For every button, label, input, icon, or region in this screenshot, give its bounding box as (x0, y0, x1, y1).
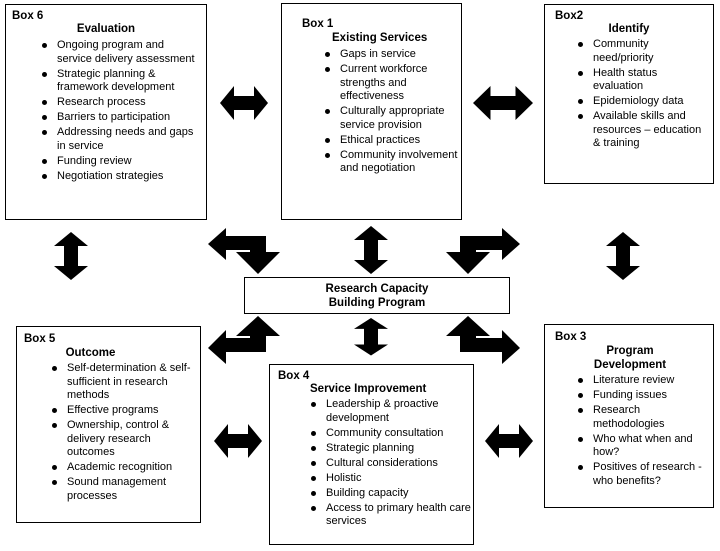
box1-list: Gaps in service Current workforce streng… (322, 48, 458, 177)
list-item: Community need/priority (575, 38, 707, 65)
list-item: Available skills and resources – educati… (575, 110, 707, 151)
list-item: Barriers to participation (39, 111, 199, 125)
list-item: Ongoing program and service delivery ass… (39, 39, 199, 66)
arrow-bent-bottomleft (208, 316, 280, 364)
list-item: Who what when and how? (575, 433, 709, 460)
box4-list: Leadership & proactive development Commu… (308, 398, 473, 530)
list-item: Building capacity (308, 487, 473, 501)
box6-evaluation: Box 6 Evaluation Ongoing program and ser… (5, 4, 207, 220)
box6-title: Evaluation (76, 23, 136, 35)
box1-label: Box 1 (302, 18, 334, 30)
box2-identify: Box2 Identify Community need/priority He… (544, 4, 714, 184)
box5-title: Outcome (65, 347, 116, 359)
list-item: Community consultation (308, 427, 473, 441)
arrow-box1-box2 (473, 86, 533, 120)
box2-title: Identify (608, 23, 650, 35)
arrow-box4-box3 (485, 424, 533, 458)
list-item: Research process (39, 96, 199, 110)
list-item: Cultural considerations (308, 457, 473, 471)
list-item: Addressing needs and gaps in service (39, 126, 199, 153)
list-item: Health status evaluation (575, 67, 707, 94)
box5-label: Box 5 (24, 333, 56, 345)
list-item: Gaps in service (322, 48, 458, 62)
list-item: Research methodologies (575, 404, 709, 431)
list-item: Sound management processes (49, 476, 199, 503)
list-item: Funding review (39, 155, 199, 169)
list-item: Strategic planning & framework developme… (39, 68, 199, 95)
list-item: Positives of research - who benefits? (575, 461, 709, 488)
arrow-bent-bottomright (446, 316, 520, 364)
list-item: Effective programs (49, 404, 199, 418)
box4-label: Box 4 (278, 370, 310, 382)
list-item: Literature review (575, 374, 709, 388)
arrow-box6-box1 (220, 86, 268, 120)
arrow-bent-topright (446, 228, 520, 274)
arrow-bent-topleft (208, 228, 280, 274)
arrow-box5-box4 (214, 424, 262, 458)
list-item: Strategic planning (308, 442, 473, 456)
box2-list: Community need/priority Health status ev… (575, 38, 707, 152)
research-capacity-center-box: Research Capacity Building Program (244, 277, 510, 314)
list-item: Ownership, control & delivery research o… (49, 419, 199, 460)
box5-outcome: Box 5 Outcome Self-determination & self-… (16, 326, 201, 523)
list-item: Holistic (308, 472, 473, 486)
list-item: Funding issues (575, 389, 709, 403)
arrow-box1-center (354, 226, 388, 274)
list-item: Negotiation strategies (39, 170, 199, 184)
list-item: Community involvement and negotiation (322, 149, 458, 176)
box1-existing-services: Box 1 Existing Services Gaps in service … (281, 3, 462, 220)
list-item: Culturally appropriate service provision (322, 105, 458, 132)
center-line2: Building Program (328, 297, 426, 309)
box3-label: Box 3 (555, 331, 587, 343)
box3-title: Program Development (593, 345, 667, 371)
box4-service-improvement: Box 4 Service Improvement Leadership & p… (269, 364, 474, 545)
box2-label: Box2 (555, 10, 584, 22)
list-item: Epidemiology data (575, 95, 707, 109)
list-item: Ethical practices (322, 134, 458, 148)
arrow-box6-box5 (54, 232, 88, 280)
list-item: Current workforce strengths and effectiv… (322, 63, 458, 104)
box3-program-development: Box 3 Program Development Literature rev… (544, 324, 714, 508)
box5-list: Self-determination & self-sufficient in … (49, 362, 199, 505)
list-item: Access to primary health care services (308, 502, 473, 529)
box6-list: Ongoing program and service delivery ass… (39, 39, 199, 185)
list-item: Leadership & proactive development (308, 398, 473, 425)
box1-title: Existing Services (332, 32, 428, 44)
box4-title: Service Improvement (310, 383, 427, 395)
arrow-box2-box3 (606, 232, 640, 280)
center-line1: Research Capacity (325, 283, 429, 295)
list-item: Academic recognition (49, 461, 199, 475)
arrow-center-box4 (354, 318, 388, 356)
list-item: Self-determination & self-sufficient in … (49, 362, 199, 403)
box6-label: Box 6 (12, 10, 44, 22)
box3-list: Literature review Funding issues Researc… (575, 374, 709, 490)
